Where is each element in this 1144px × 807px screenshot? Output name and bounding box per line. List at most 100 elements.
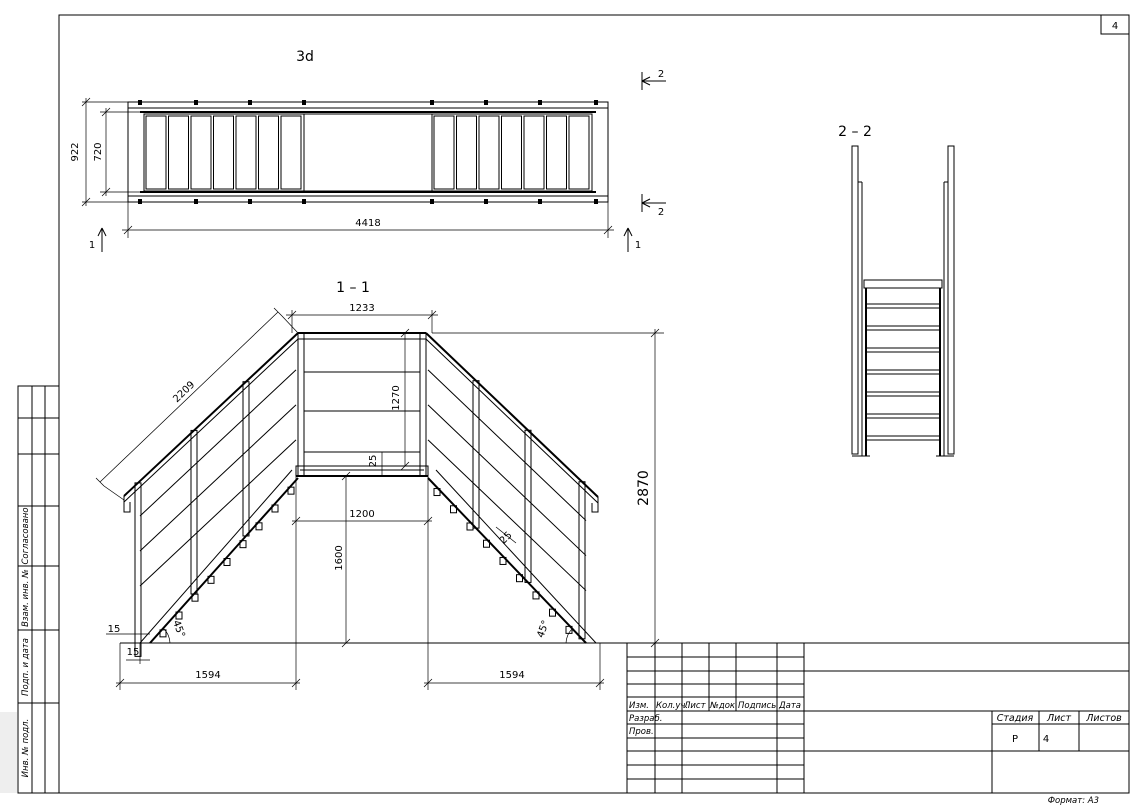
step-tread <box>865 391 941 397</box>
plan-step <box>433 115 455 190</box>
step-bracket <box>223 558 231 566</box>
plan-step <box>235 115 257 190</box>
dim-15-b: 15 <box>127 647 140 658</box>
plan-dim-inner: 720 <box>93 142 104 161</box>
plan-step <box>456 115 477 190</box>
tb-role-razrab: Разраб. <box>629 714 662 724</box>
stamp-agreed: Согласовано <box>21 507 31 564</box>
tb-col-ndok: №док. <box>709 701 738 711</box>
plan-post <box>194 100 198 105</box>
section-1-1: 1 – 1 1233 <box>95 280 664 690</box>
tb-stage-label: Стадия <box>997 713 1034 724</box>
dim-1270: 1270 <box>391 385 402 410</box>
step-bracket <box>159 629 167 638</box>
sheet-number-box <box>1100 14 1130 35</box>
title-block: Изм. Кол.уч. Лист №док. Подпись Дата Раз… <box>626 642 1130 794</box>
plan-post <box>248 199 252 204</box>
plan-post <box>430 199 434 204</box>
step-tread <box>865 325 941 331</box>
plan-post <box>594 100 598 105</box>
plan-step <box>258 115 279 190</box>
cut-1-right: 1 <box>635 240 641 251</box>
section-2-2: 2 – 2 <box>838 124 955 457</box>
plan-post <box>248 100 252 105</box>
tb-col-izm: Изм. <box>629 701 649 711</box>
mid-rail <box>427 439 587 591</box>
rail-post <box>524 429 532 583</box>
tb-sheet-value: 4 <box>1043 734 1049 745</box>
step-tread <box>865 369 941 375</box>
dim-15-a: 15 <box>108 624 121 635</box>
tb-col-koluch: Кол.уч. <box>656 701 688 711</box>
plan-post <box>430 100 434 105</box>
plan-post <box>138 199 142 204</box>
stamp-signature: Подп. и дата <box>21 638 31 696</box>
step-tread <box>865 347 941 353</box>
plan-step <box>478 115 500 190</box>
tb-col-list: Лист <box>683 701 707 711</box>
step-bracket <box>239 540 247 549</box>
step-bracket <box>499 556 507 565</box>
step-bracket <box>175 611 183 620</box>
tb-col-podpis: Подпись <box>738 701 776 711</box>
plan-post <box>594 199 598 204</box>
section-1-1-title: 1 – 1 <box>336 280 370 296</box>
plan-post <box>538 100 542 105</box>
plan-title: 3d <box>296 49 314 65</box>
step-bracket <box>549 608 556 617</box>
cut-2-bottom: 2 <box>658 207 664 218</box>
plan-view: 3d 922 720 4418 <box>70 49 666 252</box>
plan-post <box>138 100 142 105</box>
angle-left: 45° <box>170 619 186 639</box>
stamp-replaced: Взам. инв. № <box>21 569 31 627</box>
rail-post <box>472 380 480 529</box>
step-bracket <box>207 575 215 584</box>
side-stamp: Согласовано Взам. инв. № Подп. и дата Ин… <box>0 385 60 794</box>
rail-post <box>297 332 305 477</box>
dim-1594-left: 1594 <box>195 670 220 681</box>
step-bracket <box>450 505 457 514</box>
mid-rail <box>139 439 297 587</box>
tb-sheet-label: Лист <box>1046 713 1072 724</box>
cut-2-top: 2 <box>658 69 664 80</box>
angle-right: 45° <box>535 619 551 639</box>
dim-1600: 1600 <box>334 545 345 570</box>
plan-post <box>538 199 542 204</box>
dim-25-b: 25 <box>498 530 515 547</box>
mid-rail <box>427 369 587 521</box>
rail-post <box>419 332 427 477</box>
dim-1233: 1233 <box>349 303 374 314</box>
step-bracket <box>255 522 263 531</box>
step-bracket <box>191 593 199 602</box>
tb-role-prov: Пров. <box>629 727 654 737</box>
rail-post <box>578 481 586 640</box>
step-tread <box>865 435 941 441</box>
tb-col-data: Дата <box>778 701 801 711</box>
mid-rail <box>427 404 587 556</box>
mid-rail <box>139 369 297 517</box>
plan-dim-length: 4418 <box>355 218 380 229</box>
step-bracket <box>516 574 523 583</box>
dim-2870: 2870 <box>636 470 652 506</box>
plan-step <box>546 115 567 190</box>
plan-post <box>302 199 306 204</box>
tb-sheets-label: Листов <box>1085 713 1122 724</box>
plan-post <box>484 100 488 105</box>
step-bracket <box>287 486 295 495</box>
plan-step <box>190 115 212 190</box>
step-bracket <box>466 522 474 531</box>
plan-dim-overall: 922 <box>70 142 81 161</box>
plan-post <box>484 199 488 204</box>
step-bracket <box>271 504 279 513</box>
stamp-inventory: Инв. № подл. <box>21 719 31 778</box>
plan-step <box>501 115 522 190</box>
dim-25-a: 25 <box>368 455 379 468</box>
stamp-shade <box>0 712 17 793</box>
tb-stage-value: Р <box>1012 734 1018 745</box>
plan-step <box>168 115 189 190</box>
dim-1200: 1200 <box>349 509 374 520</box>
rail-post <box>242 381 250 537</box>
cut-1-left: 1 <box>89 240 95 251</box>
rail-post <box>190 429 198 595</box>
